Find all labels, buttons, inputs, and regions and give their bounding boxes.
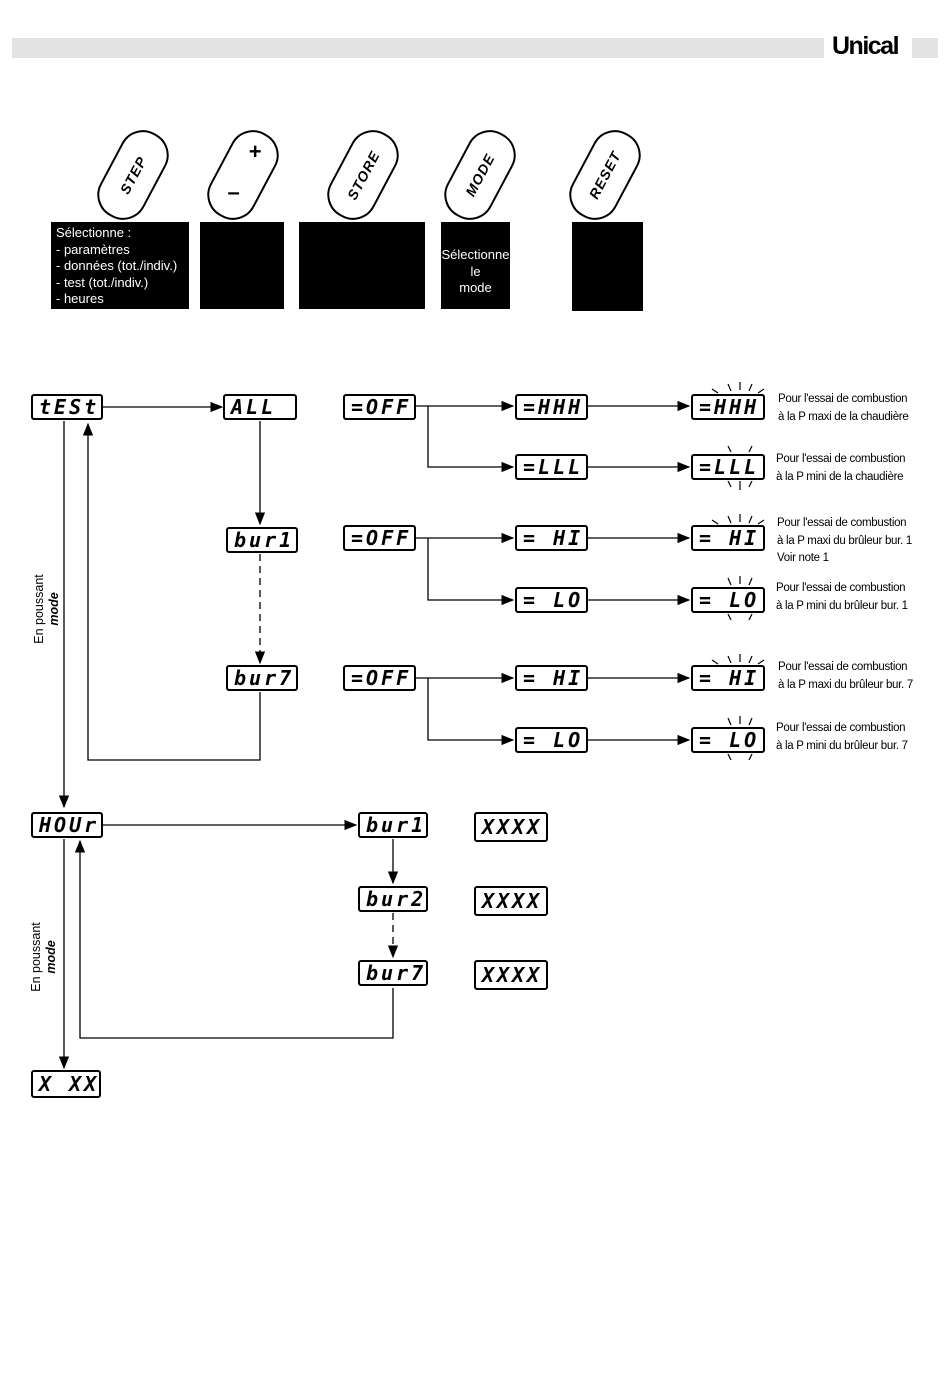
note-min-boiler: Pour l'essai de combustion à la P mini d… [776,451,906,486]
store-function-box [299,222,425,309]
note-line: Pour l'essai de combustion [776,722,906,734]
note-line: Pour l'essai de combustion [776,582,906,594]
flash-indicators [711,382,765,761]
note-line: à la P maxi du brûleur bur. 7 [778,678,913,691]
display-hours-bur7: XXXX [474,960,548,990]
note-line: à la P maxi du brûleur bur. 1 [777,534,912,547]
header-bar [12,38,824,58]
step-box-line: - heures [56,291,104,306]
mode-function-box: Sélectionne le mode [441,222,510,309]
display-hi-bur7-flash: = HI [691,665,765,691]
display-hhh: =HHH [515,394,588,420]
note-line: à la P maxi de la chaudière [778,410,909,423]
note-max-bur1: Pour l'essai de combustion à la P maxi d… [777,515,912,568]
note-min-bur7: Pour l'essai de combustion à la P mini d… [776,720,908,755]
header-bar-end [912,38,938,58]
side-label-line: En poussant [29,922,43,992]
plus-minus-function-box [200,222,284,309]
side-label-test: En poussant mode [32,564,62,654]
display-all: ALL [223,394,297,420]
brand-logo: Unical [832,32,900,60]
display-off-all: =OFF [343,394,416,420]
display-hours-bur2: XXXX [474,886,548,916]
display-hi-bur7: = HI [515,665,588,691]
display-off-bur1: =OFF [343,525,416,551]
display-off-bur7: =OFF [343,665,416,691]
note-line: à la P mini du brûleur bur. 7 [776,739,908,752]
step-box-line: - test (tot./indiv.) [56,274,149,290]
note-line: Pour l'essai de combustion [777,517,907,529]
display-hour-bur7: bur7 [358,960,428,986]
note-line: à la P mini du brûleur bur. 1 [776,599,908,612]
mode-box-line: mode [459,280,492,295]
display-hour: HOUr [31,812,103,838]
display-hour-bur2: bur2 [358,886,428,912]
note-line: à la P mini de la chaudière [776,470,904,483]
step-box-title: Sélectionne : [56,225,132,240]
display-hi-bur1-flash: = HI [691,525,765,551]
display-lo-bur7: = LO [515,727,588,753]
side-label-line: En poussant [32,574,46,644]
note-line: Pour l'essai de combustion [776,453,906,465]
display-test: tESt [31,394,103,420]
note-line: Pour l'essai de combustion [778,661,908,673]
note-min-bur1: Pour l'essai de combustion à la P mini d… [776,580,908,615]
display-hours-bur1: XXXX [474,812,548,842]
mode-box-line: le [470,263,481,279]
side-label-mode: mode [44,940,58,974]
display-lo-bur1-flash: = LO [691,587,765,613]
display-lo-bur1: = LO [515,587,588,613]
step-box-line: - données (tot./indiv.) [56,258,178,273]
side-label-hour: En poussant mode [29,912,59,1002]
note-line: Voir note 1 [777,552,829,564]
display-hi-bur1: = HI [515,525,588,551]
reset-function-box [572,222,643,311]
display-version: X XX [31,1070,101,1098]
display-lll: =LLL [515,454,588,480]
step-function-box: Sélectionne : - paramètres - données (to… [51,222,189,309]
display-lo-bur7-flash: = LO [691,727,765,753]
note-max-boiler: Pour l'essai de combustion à la P maxi d… [778,391,909,426]
side-label-mode: mode [47,592,61,626]
mode-box-line: Sélectionne [441,247,510,262]
note-max-bur7: Pour l'essai de combustion à la P maxi d… [778,659,913,694]
display-hhh-flash: =HHH [691,394,765,420]
note-line: Pour l'essai de combustion [778,393,908,405]
display-lll-flash: =LLL [691,454,765,480]
display-bur1: bur1 [226,527,298,553]
step-box-line: - paramètres [56,241,130,257]
display-bur7: bur7 [226,665,298,691]
display-hour-bur1: bur1 [358,812,428,838]
